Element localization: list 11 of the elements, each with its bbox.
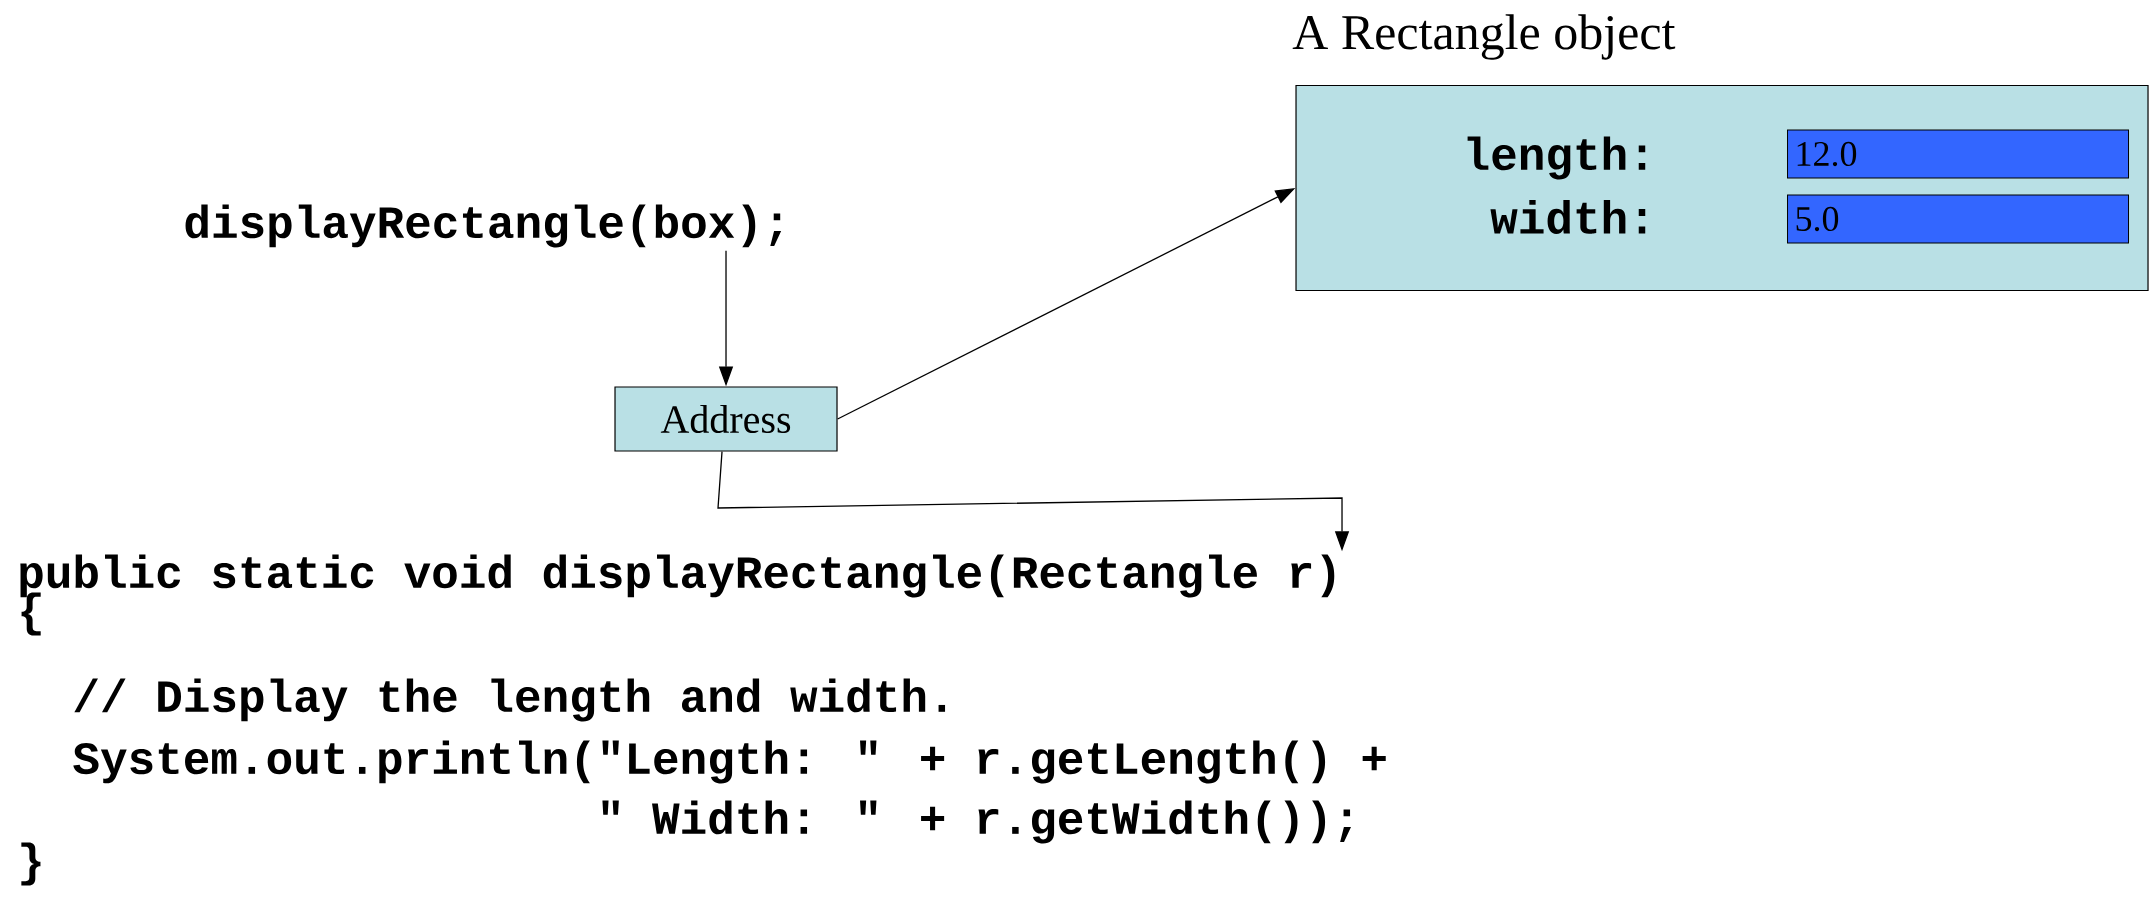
code-line: // Display the length and width. (74, 678, 946, 722)
field-label: width: (1490, 200, 1646, 234)
code-text: displayRectangle(box); (185, 204, 782, 248)
address-box: Address (614, 386, 838, 452)
code-line: " Width: " + r.getWidth()); (602, 800, 1351, 844)
value-field: 5.0 (1787, 194, 2129, 244)
code-line: } (21, 842, 41, 886)
object-heading: A Rectangle object (1292, 14, 1676, 60)
code-line: System.out.println("Length: " + r.getLength() + (73, 740, 1386, 784)
value-field: 12.0 (1787, 129, 2129, 179)
field-label: length: (1467, 136, 1646, 180)
